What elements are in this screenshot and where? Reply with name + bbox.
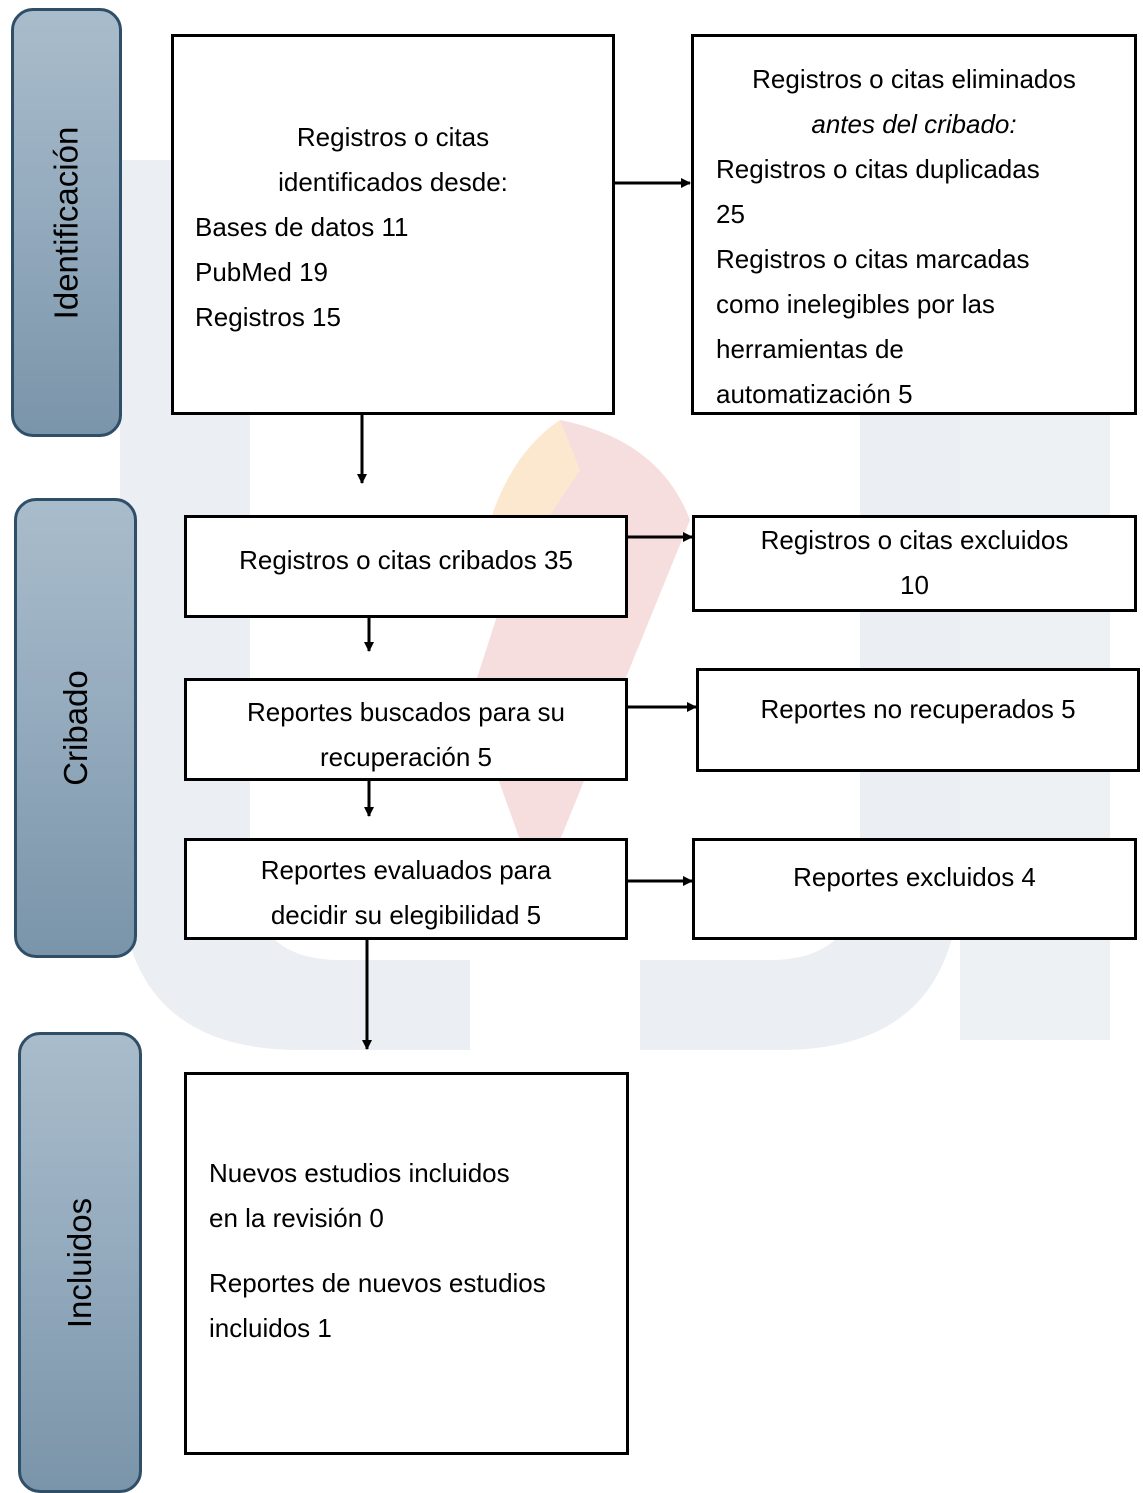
phase-screening: Cribado [14,498,137,958]
removed-ineligible-4: automatización 5 [716,379,913,409]
assessed-text-1: Reportes evaluados para [260,855,552,885]
box-removed-before-screening: Registros o citas eliminados antes del c… [691,34,1137,415]
excluded-text-1: Registros o citas excluidos [760,525,1069,555]
identified-heading-1: Registros o citas [296,122,490,152]
sought-text-1: Reportes buscados para su [247,697,565,727]
removed-heading-2: antes del cribado: [811,109,1017,139]
box-excluded: Registros o citas excluidos 10 [692,515,1137,612]
identified-databases: Bases de datos 11 [195,212,409,242]
identified-registers: Registros 15 [195,302,341,332]
included-reports-2: incluidos 1 [209,1313,332,1343]
screened-text: Registros o citas cribados 35 [239,545,573,575]
reports-excluded-text: Reportes excluidos 4 [793,862,1036,892]
removed-ineligible-1: Registros o citas marcadas [716,244,1030,274]
removed-heading-1: Registros o citas eliminados [752,64,1076,94]
included-studies-1: Nuevos estudios incluidos [209,1158,510,1188]
phase-identification: Identificación [11,8,122,437]
removed-ineligible-2: como inelegibles por las [716,289,995,319]
identified-heading-2: identificados desde: [278,167,508,197]
included-reports-1: Reportes de nuevos estudios [209,1268,546,1298]
box-assessed: Reportes evaluados para decidir su elegi… [184,838,628,940]
box-not-retrieved: Reportes no recuperados 5 [696,668,1140,772]
removed-duplicates-2: 25 [716,199,745,229]
removed-ineligible-3: herramientas de [716,334,904,364]
included-studies-2: en la revisión 0 [209,1203,384,1233]
box-sought: Reportes buscados para su recuperación 5 [184,678,628,781]
box-identified: Registros o citas identificados desde: B… [171,34,615,415]
box-reports-excluded: Reportes excluidos 4 [692,838,1137,940]
removed-duplicates-1: Registros o citas duplicadas [716,154,1040,184]
box-included: Nuevos estudios incluidos en la revisión… [184,1072,629,1455]
sought-text-2: recuperación 5 [320,742,492,772]
not-retrieved-text: Reportes no recuperados 5 [760,694,1076,724]
box-screened: Registros o citas cribados 35 [184,515,628,618]
phase-included: Incluidos [18,1032,142,1493]
identified-pubmed: PubMed 19 [195,257,328,287]
excluded-text-2: 10 [900,570,929,600]
assessed-text-2: decidir su elegibilidad 5 [270,900,542,930]
